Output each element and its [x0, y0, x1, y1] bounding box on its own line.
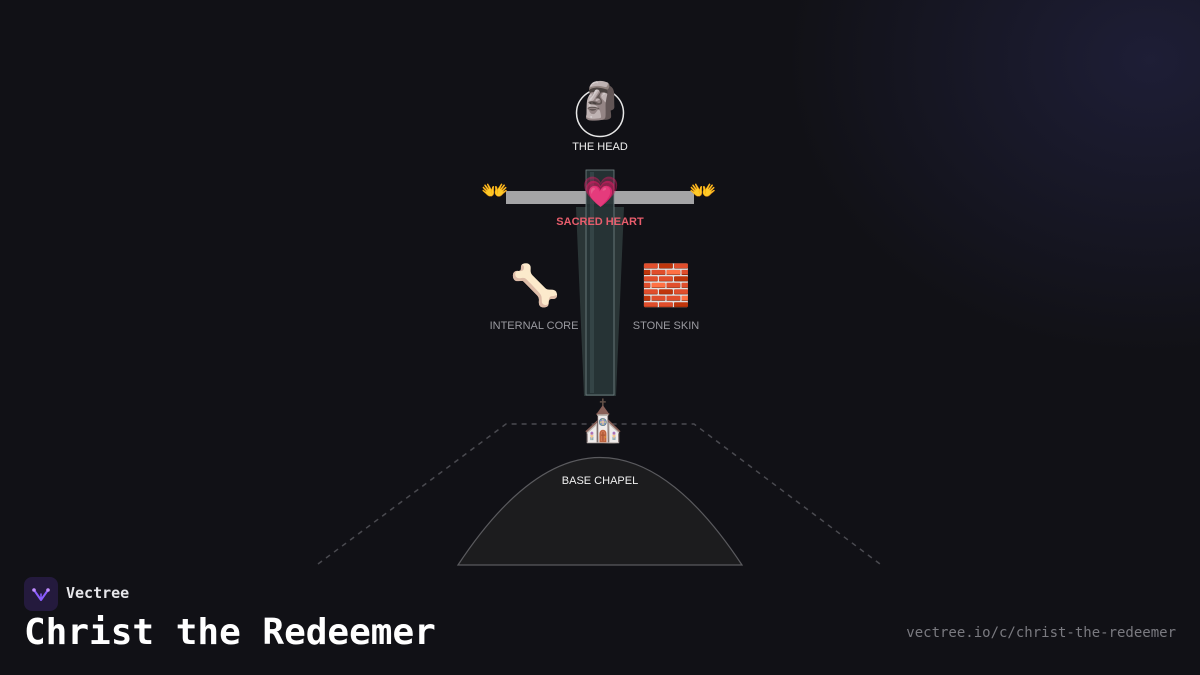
torso-highlight — [590, 172, 594, 393]
brick-icon: 🧱 — [641, 263, 691, 309]
page-title: Christ the Redeemer — [24, 612, 436, 653]
page-url[interactable]: vectree.io/c/christ-the-redeemer — [906, 625, 1176, 641]
heart-label: SACRED HEART — [556, 216, 644, 228]
left-hands-icon: 👐 — [481, 179, 509, 204]
brand-name[interactable]: Vectree — [66, 584, 130, 602]
head-label: THE HEAD — [572, 141, 628, 153]
vectree-logo-icon[interactable] — [24, 577, 58, 611]
chapel-label: BASE CHAPEL — [561, 475, 639, 487]
sparkling-heart-icon: 💗 — [582, 175, 620, 210]
skin-label: STONE SKIN — [632, 320, 700, 332]
bone-icon: 🦴 — [510, 263, 560, 309]
head-circle — [575, 88, 625, 138]
moai-icon: 🗿 — [578, 81, 623, 122]
right-hands-icon: 👐 — [689, 179, 717, 204]
hill — [456, 457, 744, 566]
church-icon: ⛪ — [578, 399, 628, 445]
core-label: INTERNAL CORE — [489, 320, 579, 332]
